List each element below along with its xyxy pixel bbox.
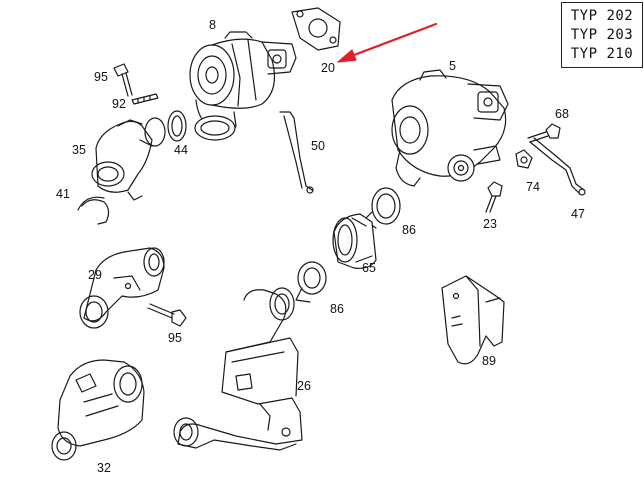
part-label-65[interactable]: 65 bbox=[362, 261, 376, 275]
hose-65 bbox=[332, 213, 377, 269]
heat-shield-89 bbox=[441, 275, 505, 365]
part-label-32[interactable]: 32 bbox=[97, 461, 111, 475]
bracket-74 bbox=[515, 149, 533, 169]
clip-92 bbox=[131, 93, 159, 105]
hose-clamp-86-lower bbox=[295, 261, 327, 303]
callout-arrow bbox=[337, 22, 438, 63]
part-label-68[interactable]: 68 bbox=[555, 107, 569, 121]
bolt-95-top bbox=[113, 63, 133, 97]
part-label-44[interactable]: 44 bbox=[174, 143, 188, 157]
part-label-86-lower[interactable]: 86 bbox=[330, 302, 344, 316]
part-label-29[interactable]: 29 bbox=[88, 268, 102, 282]
typ-line-2: TYP 203 bbox=[570, 27, 634, 43]
part-label-95-top[interactable]: 95 bbox=[94, 70, 108, 84]
turbocharger-assembly-8 bbox=[189, 31, 297, 141]
bolt-95-lower bbox=[147, 303, 187, 327]
part-label-95-lower[interactable]: 95 bbox=[168, 331, 182, 345]
part-label-35[interactable]: 35 bbox=[72, 143, 86, 157]
intake-manifold-26 bbox=[173, 287, 303, 451]
air-filter-housing-32 bbox=[51, 359, 145, 461]
bolt-23 bbox=[485, 181, 503, 213]
clamp-ring-41 bbox=[77, 196, 110, 225]
part-label-74[interactable]: 74 bbox=[526, 180, 540, 194]
part-label-26[interactable]: 26 bbox=[297, 379, 311, 393]
oil-pipe-50 bbox=[279, 111, 314, 194]
vehicle-type-box: TYP 202 TYP 203 TYP 210 bbox=[561, 2, 643, 68]
return-pipe-47 bbox=[529, 137, 586, 196]
part-label-86-upper[interactable]: 86 bbox=[402, 223, 416, 237]
typ-line-1: TYP 202 bbox=[570, 8, 634, 24]
typ-line-3: TYP 210 bbox=[570, 46, 634, 62]
part-label-41[interactable]: 41 bbox=[56, 187, 70, 201]
part-label-47[interactable]: 47 bbox=[571, 207, 585, 221]
part-label-20[interactable]: 20 bbox=[321, 61, 335, 75]
part-label-23[interactable]: 23 bbox=[483, 217, 497, 231]
part-label-89[interactable]: 89 bbox=[482, 354, 496, 368]
turbocharger-assembly-5 bbox=[391, 69, 509, 187]
part-label-8[interactable]: 8 bbox=[209, 18, 216, 32]
o-ring-44 bbox=[167, 110, 187, 142]
bolt-68 bbox=[527, 123, 561, 143]
gasket-20 bbox=[291, 7, 341, 51]
part-label-5[interactable]: 5 bbox=[449, 59, 456, 73]
part-label-92[interactable]: 92 bbox=[112, 97, 126, 111]
intake-pipe-29 bbox=[79, 247, 165, 329]
part-label-50[interactable]: 50 bbox=[311, 139, 325, 153]
intake-elbow-35 bbox=[91, 117, 166, 201]
